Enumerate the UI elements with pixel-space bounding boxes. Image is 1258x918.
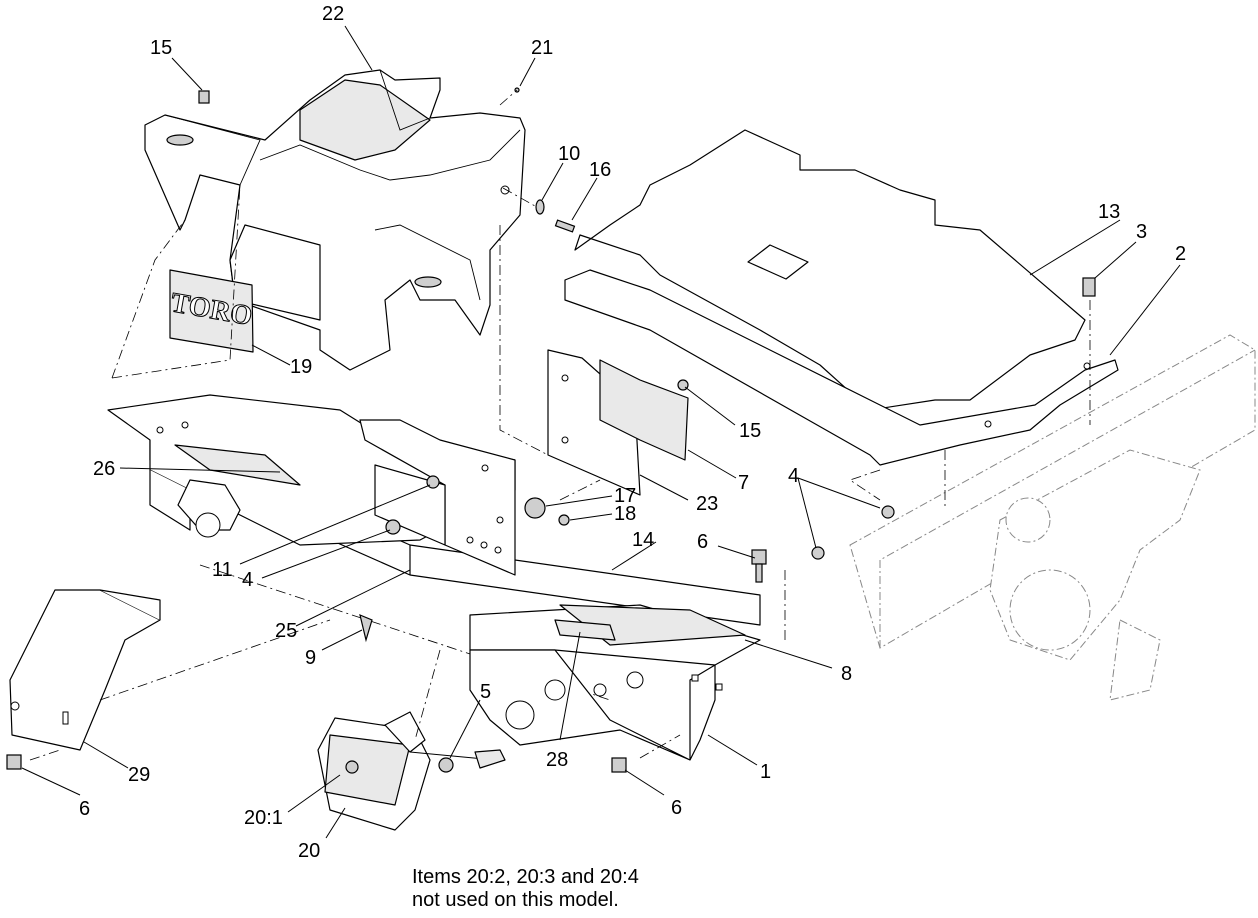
callout-19: 19 bbox=[290, 356, 312, 378]
callout-labels: 22 21 15 10 16 13 3 2 19 15 7 23 4 26 17… bbox=[79, 3, 1186, 862]
footnote: Items 20:2, 20:3 and 20:4 not used on th… bbox=[412, 866, 639, 912]
callout-14: 14 bbox=[632, 529, 654, 551]
floor-mat-13 bbox=[574, 129, 1086, 411]
callout-21: 21 bbox=[531, 37, 553, 59]
callout-5: 5 bbox=[480, 681, 491, 703]
callout-7: 7 bbox=[738, 472, 749, 494]
callout-4: 4 bbox=[788, 465, 799, 487]
callout-15: 15 bbox=[739, 420, 761, 442]
callout-3: 3 bbox=[1136, 221, 1147, 243]
callout-4: 4 bbox=[242, 569, 253, 591]
hardware-fasteners bbox=[6, 87, 1096, 773]
callout-13: 13 bbox=[1098, 201, 1120, 223]
callout-20-1: 20:1 bbox=[244, 807, 283, 829]
chassis-frame-ghost bbox=[849, 334, 1256, 701]
callout-23: 23 bbox=[696, 493, 718, 515]
headlight-20 bbox=[317, 711, 506, 831]
callout-9: 9 bbox=[305, 647, 316, 669]
toro-logo-plate-19: TORO bbox=[168, 269, 255, 353]
front-bracket-29 bbox=[9, 589, 161, 751]
callout-6: 6 bbox=[697, 531, 708, 553]
callout-25: 25 bbox=[275, 620, 297, 642]
callout-2: 2 bbox=[1175, 243, 1186, 265]
footnote-line-2: not used on this model. bbox=[412, 889, 619, 911]
callout-8: 8 bbox=[841, 663, 852, 685]
callout-20: 20 bbox=[298, 840, 320, 862]
callout-11: 11 bbox=[212, 559, 233, 581]
callout-1: 1 bbox=[760, 761, 771, 783]
callout-26: 26 bbox=[93, 458, 115, 480]
callout-10: 10 bbox=[558, 143, 580, 165]
callout-16: 16 bbox=[589, 159, 611, 181]
callout-15: 15 bbox=[150, 37, 172, 59]
assembly-dash-lines bbox=[29, 89, 1091, 761]
callout-6: 6 bbox=[79, 798, 90, 820]
callout-28: 28 bbox=[546, 749, 568, 771]
side-plate-7 bbox=[599, 359, 689, 461]
footnote-line-1: Items 20:2, 20:3 and 20:4 bbox=[412, 866, 639, 888]
callout-6: 6 bbox=[671, 797, 682, 819]
callout-17: 17 bbox=[614, 485, 636, 507]
callout-18: 18 bbox=[614, 503, 636, 525]
callout-22: 22 bbox=[322, 3, 344, 25]
callout-29: 29 bbox=[128, 764, 150, 786]
lower-bracket-1 bbox=[469, 604, 761, 761]
center-bracket-11 bbox=[359, 419, 516, 576]
leader-lines bbox=[21, 25, 1181, 839]
